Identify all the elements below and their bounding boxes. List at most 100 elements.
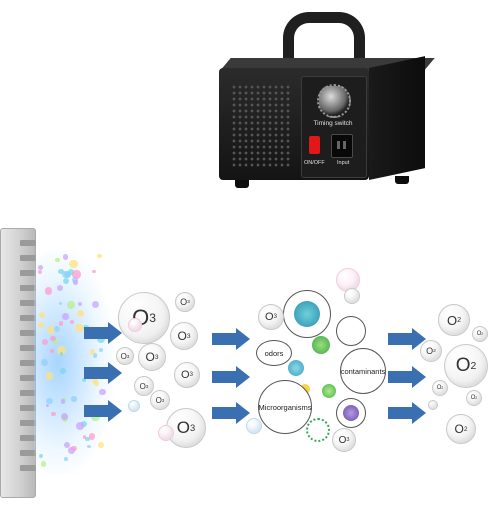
flow-arrow — [388, 402, 426, 424]
odors-circle: odors — [256, 340, 292, 366]
bacteria-circle — [336, 398, 366, 428]
mist-particle — [45, 397, 53, 405]
emitter-fin — [20, 345, 36, 351]
device-side — [369, 56, 425, 180]
flow-arrow — [84, 362, 122, 384]
mist-particle — [71, 396, 77, 402]
flow-arrow — [212, 366, 250, 388]
mist-particle — [72, 270, 81, 279]
bacteria-icon — [343, 405, 359, 421]
mist-particle — [94, 380, 99, 386]
emitter-fin — [20, 285, 36, 291]
mist-particle — [71, 276, 78, 283]
mist-particle — [85, 436, 90, 442]
mist-particle — [52, 338, 58, 345]
mist-particle — [89, 433, 96, 440]
mist-particle — [86, 444, 91, 449]
mist-particle — [39, 453, 44, 458]
virus-circle — [283, 290, 331, 338]
emitter-fin — [20, 420, 36, 426]
mist-particle — [41, 338, 49, 346]
mist-particle — [91, 301, 99, 309]
mist-particle — [61, 399, 66, 404]
contaminants-label: contaminants — [340, 366, 386, 376]
carry-handle — [283, 12, 365, 72]
empty-bubble — [128, 318, 142, 332]
empty-bubble — [158, 425, 174, 441]
microorganisms-label: Microorganisms — [258, 402, 312, 412]
mist-particle — [39, 312, 46, 319]
emitter-fin — [20, 270, 36, 276]
flow-arrow — [388, 366, 426, 388]
mist-particle — [58, 301, 63, 305]
mist-particle — [55, 258, 60, 263]
mist-particle — [56, 346, 66, 355]
mist-particle — [57, 285, 64, 292]
vent-grille — [231, 84, 291, 168]
emitter-fin — [20, 390, 36, 396]
timer-knob[interactable] — [317, 84, 351, 118]
mist-particle — [82, 434, 87, 439]
microorganisms-circle: Microorganisms — [258, 380, 312, 434]
emitter-fin — [20, 405, 36, 411]
flow-arrow — [84, 322, 122, 344]
mist-particle — [71, 445, 78, 452]
emitter-fin — [20, 300, 36, 306]
mist-particle — [62, 313, 69, 320]
mist-particle — [74, 323, 84, 333]
emitter-fin — [20, 435, 36, 441]
mist-particle — [82, 378, 87, 383]
mist-particle — [51, 411, 56, 417]
mist-particle — [80, 421, 87, 428]
mist-particle — [89, 348, 96, 355]
germ-icon — [288, 360, 304, 376]
emitter-fin — [20, 255, 36, 261]
virus-icon — [294, 301, 320, 327]
mist-particle — [60, 368, 66, 374]
odors-label: odors — [264, 348, 284, 358]
mist-particle — [73, 280, 79, 285]
empty-bubble — [428, 400, 438, 410]
germ-icon — [322, 384, 336, 398]
mist-particle — [62, 277, 70, 284]
mist-particle — [37, 265, 43, 270]
mist-particle — [58, 269, 64, 275]
contaminants-circle: contaminants — [340, 348, 386, 394]
mist-particle — [58, 320, 64, 326]
emitter-fin — [20, 240, 36, 246]
mist-particle — [78, 302, 83, 307]
flow-arrow — [212, 402, 250, 424]
mist-particle — [50, 348, 55, 353]
mist-particle — [37, 321, 44, 328]
spiral-germ-icon — [306, 418, 330, 442]
mist-particle — [45, 404, 50, 408]
mist-particle — [92, 353, 97, 358]
emitter-fin — [20, 315, 36, 321]
timing-switch-label: Timing switch — [313, 120, 353, 127]
power-switch[interactable] — [309, 136, 320, 154]
mist-particle — [97, 442, 104, 449]
emitter-fin — [20, 330, 36, 336]
mist-particle — [68, 268, 75, 275]
empty-circle — [336, 316, 366, 346]
mist-particle — [67, 301, 75, 309]
ozone-generator-device: Timing switch ON/OFF Input — [205, 0, 435, 200]
flow-arrow — [84, 400, 122, 422]
mist-particle — [47, 325, 56, 334]
germ-icon — [312, 336, 330, 354]
mist-particle — [64, 441, 71, 448]
on-off-label: ON/OFF — [304, 160, 325, 166]
mist-particle — [68, 259, 78, 269]
empty-bubble — [246, 418, 262, 434]
